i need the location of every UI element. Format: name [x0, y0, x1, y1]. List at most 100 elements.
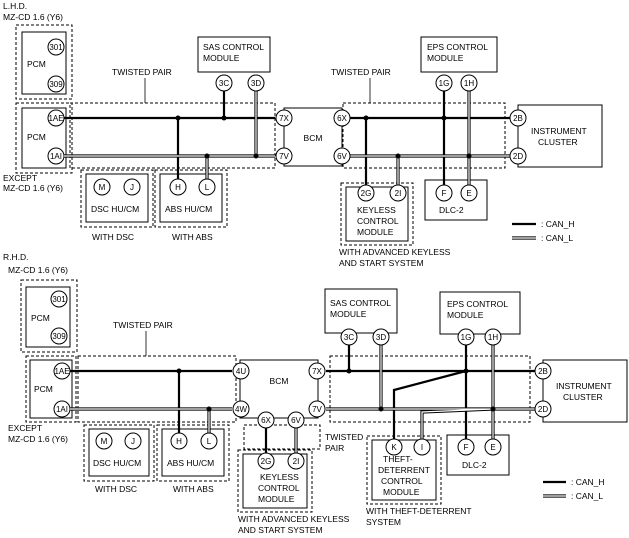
rhd-theft-name-4: MODULE [383, 487, 420, 497]
rhd-twisted-pair-region-2 [329, 355, 531, 423]
rhd-pin-2g-label: 2G [261, 457, 272, 466]
pin-7v-label: 7V [279, 152, 289, 161]
lhd-abs-caption: WITH ABS [172, 232, 213, 242]
pin-2b-label: 2B [513, 114, 523, 123]
rhd-legend: : CAN_H : CAN_L [543, 477, 605, 501]
lhd-abs-name: ABS HU/CM [165, 204, 212, 214]
lhd-twisted-pair-region-2 [342, 102, 506, 169]
lhd-instrument-name-1: INSTRUMENT [531, 126, 587, 136]
rhd-keyless-name-2: CONTROL [258, 483, 300, 493]
rhd-pin-3c-label: 3C [344, 333, 354, 342]
rhd-dlc2: DLC-2 [446, 434, 510, 476]
rhd-pin-i-label: I [421, 443, 423, 452]
rhd-dlc-name: DLC-2 [462, 460, 487, 470]
rhd-except-label-2: MZ-CD 1.6 (Y6) [8, 434, 68, 444]
rhd-bcm: BCM [239, 359, 319, 419]
lhd-twisted-pair-region-1 [69, 102, 276, 169]
rhd-dsc-name: DSC HU/CM [93, 458, 141, 468]
rhd-pin-f-label: F [464, 443, 469, 452]
lhd-instrument-name-2: CLUSTER [538, 137, 578, 147]
rhd-eps-module: EPS CONTROL MODULE [439, 291, 521, 335]
rhd-keyless-caption-2: AND START SYSTEM [238, 525, 323, 535]
rhd-title: R.H.D. [3, 252, 29, 262]
rhd-theft-caption-1: WITH THEFT-DETERRENT [366, 506, 472, 516]
lhd-twisted-pair-2: TWISTED PAIR [331, 67, 391, 77]
lhd-keyless-caption-1: WITH ADVANCED KEYLESS [339, 247, 451, 257]
pin-309 [47, 75, 65, 93]
rhd-legend-can-l: : CAN_L [571, 491, 603, 501]
rhd-pin-h-label: H [176, 437, 182, 446]
rhd-sas-name-2: MODULE [330, 309, 367, 319]
rhd-keyless-name-3: MODULE [258, 494, 295, 504]
pin-m-label: M [99, 183, 106, 192]
rhd-twisted-pair-region-3 [243, 424, 321, 450]
lhd-pcm-main: PCM 1AE 1AI [15, 102, 73, 174]
rhd-can-l-wires [70, 342, 535, 454]
rhd-pin-4w-label: 4W [235, 405, 247, 414]
pin-3d-label: 3D [251, 79, 261, 88]
rhd-pin-k-label: K [391, 443, 397, 452]
rhd-pcm-main: PCM 1AE 1AI [25, 355, 77, 423]
rhd-abs-name: ABS HU/CM [167, 458, 214, 468]
rhd-pin-e-label: E [490, 443, 495, 452]
rhd-sas-name-1: SAS CONTROL [330, 298, 391, 308]
pin-1h-label: 1H [464, 79, 474, 88]
rhd-pcm-top-name: PCM [31, 313, 50, 323]
lhd-except-label-1: EXCEPT [3, 173, 37, 183]
rhd-pin-1h-label: 1H [488, 333, 498, 342]
lhd-twisted-pair-1: TWISTED PAIR [112, 67, 172, 77]
rhd-pin-2b-label: 2B [538, 367, 548, 376]
rhd-eps-name-1: EPS CONTROL [447, 299, 508, 309]
lhd-eps-name-2: MODULE [427, 53, 464, 63]
rhd-pin-l-label: L [207, 437, 212, 446]
lhd-can-l-wires [64, 90, 510, 186]
lhd-keyless-name-1: KEYLESS [357, 205, 396, 215]
lhd-dsc-name: DSC HU/CM [91, 204, 139, 214]
lhd-legend: : CAN_H : CAN_L [512, 219, 575, 243]
lhd-pcm-top-name: PCM [27, 59, 46, 69]
rhd-pin-309-label: 309 [52, 332, 66, 341]
lhd-instrument-cluster: INSTRUMENT CLUSTER [517, 104, 603, 168]
rhd-can-h-wires [70, 342, 535, 454]
rhd-instrument-name-2: CLUSTER [563, 392, 603, 402]
rhd-pin-j-label: J [131, 437, 135, 446]
lhd-legend-can-h: : CAN_H [541, 219, 575, 229]
lhd-bcm: BCM [283, 107, 343, 167]
pin-309-label: 309 [49, 80, 63, 89]
rhd-pin-1g-label: 1G [461, 333, 472, 342]
pin-1ae-label: 1AE [48, 114, 63, 123]
rhd-theft-name-2: DETERRENT [378, 465, 430, 475]
pin-1ai-label: 1AI [50, 152, 62, 161]
pin-h-label: H [175, 183, 181, 192]
rhd-pin-m-label: M [101, 437, 108, 446]
rhd-pin-301-label: 301 [52, 295, 66, 304]
rhd-bcm-name: BCM [270, 376, 289, 386]
rhd-dsc-caption: WITH DSC [95, 484, 137, 494]
rhd-pcm-main-name: PCM [34, 384, 53, 394]
lhd-dsc: DSC HU/CM WITH DSC [80, 169, 154, 242]
pin-e-label: E [466, 189, 471, 198]
pin-1g-label: 1G [439, 79, 450, 88]
lhd-pcm-main-name: PCM [27, 132, 46, 142]
lhd-keyless-name-2: CONTROL [357, 216, 399, 226]
lhd-keyless-caption-2: AND START SYSTEM [339, 258, 424, 268]
pin-2d-label: 2D [513, 152, 523, 161]
rhd-section: R.H.D. MZ-CD 1.6 (Y6) PCM 301 309 PCM 1A… [3, 252, 628, 535]
lhd-eps-name-1: EPS CONTROL [427, 42, 488, 52]
rhd-pin-2i-label: 2I [293, 457, 300, 466]
rhd-twisted-pair-2b: PAIR [325, 443, 344, 453]
rhd-dsc: DSC HU/CM WITH DSC [83, 424, 155, 494]
pin-301-label: 301 [49, 43, 63, 52]
rhd-junctions [176, 368, 496, 412]
lhd-pins: 3C 3D 1G 1H 7X 7V 6X 6V 2B 2D M J H L 2G… [93, 74, 527, 202]
lhd-bcm-name: BCM [304, 133, 323, 143]
rhd-pcm-top-label: MZ-CD 1.6 (Y6) [8, 265, 68, 275]
pin-l-label: L [205, 183, 210, 192]
lhd-junctions [175, 115, 472, 159]
rhd-abs: ABS HU/CM WITH ABS [156, 424, 230, 494]
pin-j-label: J [130, 183, 134, 192]
lhd-sas-name-2: MODULE [203, 53, 240, 63]
rhd-eps-name-2: MODULE [447, 310, 484, 320]
rhd-pins: 3C 3D 1G 1H 4U 4W 7X 7V 6X 6V 2B 2D M J … [95, 328, 552, 470]
